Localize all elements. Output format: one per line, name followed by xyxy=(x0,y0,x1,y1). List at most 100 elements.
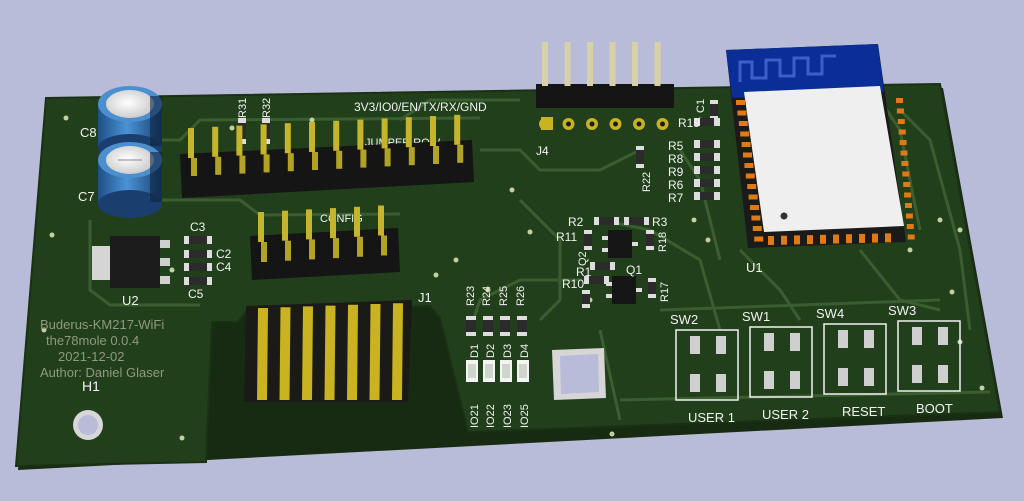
led-resistor-pad xyxy=(517,316,527,320)
gold-finger xyxy=(257,308,268,400)
header-pin xyxy=(542,42,548,86)
header-body xyxy=(250,228,400,280)
esp-pin xyxy=(907,234,915,240)
gold-finger xyxy=(302,306,313,400)
header-pin xyxy=(285,240,291,261)
ref-r11: R11 xyxy=(556,230,577,244)
header-pad-hole xyxy=(636,121,642,127)
switch-pad xyxy=(690,336,700,354)
ref-c7: C7 xyxy=(78,189,95,204)
info-line-2: the78mole 0.0.4 xyxy=(46,333,139,348)
header-pad-hole xyxy=(613,121,618,127)
ref-r22: R22 xyxy=(641,172,653,192)
resistor-pad xyxy=(694,140,700,148)
switch-pad xyxy=(790,333,800,351)
ref-c5: C5 xyxy=(188,287,204,301)
esp-pin xyxy=(768,236,774,245)
gold-finger xyxy=(347,304,358,400)
header-pin xyxy=(191,158,197,176)
programming-header-j4[interactable] xyxy=(536,42,674,130)
header-pin xyxy=(215,156,222,175)
esp-pin xyxy=(807,235,813,245)
led-resistor-pad xyxy=(466,316,476,320)
header-pin xyxy=(306,209,312,240)
esp-pin xyxy=(752,226,762,231)
header-pin xyxy=(381,118,388,149)
header-pin xyxy=(430,116,436,146)
led-resistor xyxy=(466,318,476,334)
resistor-r22 xyxy=(636,146,644,168)
jumper-header-row[interactable] xyxy=(180,114,474,198)
ref-c8: C8 xyxy=(80,125,97,140)
info-line-1: Buderus-KM217-WiFi xyxy=(40,317,164,332)
esp-pin xyxy=(901,161,909,166)
tactile-switches[interactable] xyxy=(675,320,961,401)
header-pin xyxy=(354,206,360,237)
header-pin xyxy=(188,128,194,158)
header-pin xyxy=(309,122,315,152)
ref-r19: R19 xyxy=(678,116,700,130)
ref-j4: J4 xyxy=(536,144,549,158)
header-pin xyxy=(263,154,270,173)
ref-r8: R8 xyxy=(668,152,684,166)
esp32-castellated-pins xyxy=(736,98,915,245)
label-reset: RESET xyxy=(842,404,885,419)
switch-pad xyxy=(912,327,922,345)
ref-r23: R23 xyxy=(465,286,477,306)
ref-c2: C2 xyxy=(216,247,232,261)
switch-outline[interactable] xyxy=(823,323,887,395)
esp-pin xyxy=(872,233,878,243)
resistor-pad xyxy=(694,118,700,126)
header-pad-hole xyxy=(566,121,571,127)
esp-pin xyxy=(905,213,913,219)
switch-outline[interactable] xyxy=(897,320,961,392)
ref-c4: C4 xyxy=(216,260,232,274)
led-lens xyxy=(502,364,510,378)
resistor-pad xyxy=(694,192,700,200)
info-line-3: 2021-12-02 xyxy=(58,349,125,364)
capacitor-c1 xyxy=(710,100,718,120)
resistor xyxy=(700,192,714,200)
ref-r10: R10 xyxy=(562,277,584,291)
led-lens xyxy=(519,364,527,378)
switch-outline[interactable] xyxy=(749,326,813,398)
mounting-hole xyxy=(78,415,98,435)
ref-sw2: SW2 xyxy=(670,312,698,327)
ref-r17: R17 xyxy=(659,282,671,302)
header-pin xyxy=(236,125,243,156)
esp-pin xyxy=(898,129,906,135)
header-pin xyxy=(357,119,364,150)
switch-pad xyxy=(938,365,948,383)
ref-r3: R3 xyxy=(652,215,668,229)
led-resistor xyxy=(517,318,527,334)
square-cutout xyxy=(560,354,599,394)
ref-q2: Q2 xyxy=(577,251,589,266)
header-pad-hole xyxy=(589,121,595,127)
driver-components xyxy=(582,217,656,308)
ref-r6: R6 xyxy=(668,178,684,192)
label-user2: USER 2 xyxy=(762,407,809,422)
led-resistor-pad xyxy=(483,332,493,336)
esp-pin xyxy=(751,215,761,221)
ref-q1: Q1 xyxy=(626,263,642,277)
switch-outline[interactable] xyxy=(675,329,739,401)
header-pin xyxy=(333,238,339,259)
esp-pin xyxy=(781,235,787,245)
esp32-module-u1 xyxy=(726,44,906,248)
esp-pin xyxy=(794,235,800,245)
resistor xyxy=(700,118,714,126)
esp-pin xyxy=(903,182,911,187)
config-header-row[interactable] xyxy=(250,205,400,281)
esp-pin xyxy=(897,119,905,124)
esp-pin xyxy=(738,121,748,126)
esp-pin xyxy=(750,205,759,210)
esp-pin xyxy=(899,140,907,145)
esp-pin xyxy=(743,152,752,158)
resistor-column xyxy=(694,118,720,200)
header-pad-square xyxy=(541,117,553,130)
ref-u2: U2 xyxy=(122,293,139,308)
header-pin xyxy=(408,147,415,166)
header-pin xyxy=(312,152,318,170)
esp-pin xyxy=(740,131,750,137)
